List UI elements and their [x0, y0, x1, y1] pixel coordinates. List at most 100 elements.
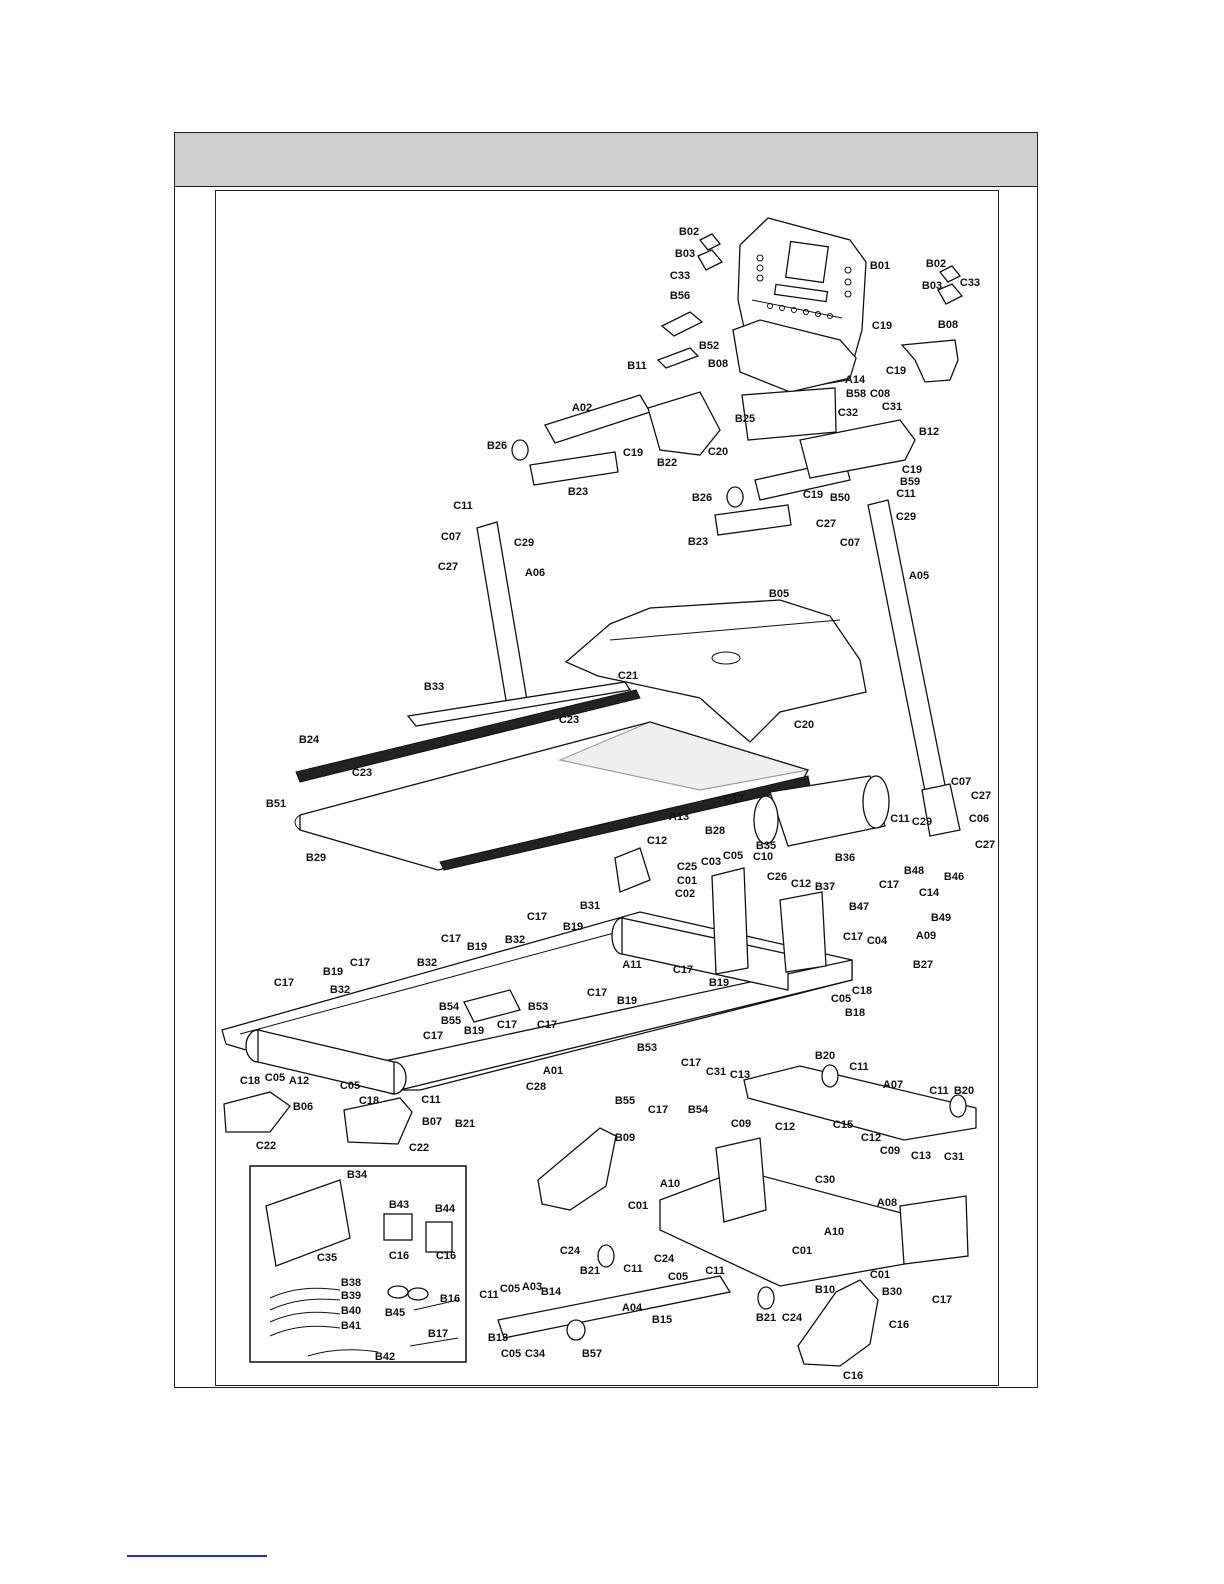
part-label: C20	[708, 446, 728, 458]
part-label: C19	[902, 464, 922, 476]
part-label: B30	[882, 1286, 902, 1298]
part-label: C24	[560, 1245, 581, 1257]
part-label: C24	[782, 1312, 803, 1324]
part-label: C31	[706, 1066, 726, 1078]
part-label: B22	[657, 457, 677, 469]
base-frame-drawing	[497, 1064, 977, 1341]
part-label: C28	[526, 1081, 546, 1093]
part-label: C11	[479, 1289, 499, 1301]
part-label: C30	[815, 1174, 835, 1186]
part-label: B57	[582, 1348, 602, 1360]
part-label: B02	[679, 226, 699, 238]
part-label: C27	[816, 518, 836, 530]
part-label: C31	[882, 401, 902, 413]
part-label: B53	[528, 1001, 548, 1013]
part-label: A07	[883, 1079, 903, 1091]
part-label: B23	[568, 486, 588, 498]
part-label: C12	[791, 878, 811, 890]
part-label: C22	[256, 1140, 276, 1152]
part-label: B27	[913, 959, 933, 971]
console-drawing	[511, 217, 964, 536]
part-label: B06	[293, 1101, 313, 1113]
part-label: C13	[911, 1150, 931, 1162]
motor-drawing	[753, 775, 890, 847]
part-label: C19	[886, 365, 906, 377]
part-label: B20	[815, 1050, 835, 1062]
part-label: B18	[845, 1007, 865, 1019]
part-label: B19	[563, 921, 583, 933]
part-label: B10	[815, 1284, 835, 1296]
part-label: C04	[867, 935, 888, 947]
part-label: B03	[675, 248, 695, 260]
part-label: B32	[417, 957, 437, 969]
part-label: B43	[389, 1199, 409, 1211]
part-label: B40	[341, 1305, 361, 1317]
part-label: B19	[467, 941, 487, 953]
part-label: C11	[896, 488, 916, 500]
part-label: C12	[861, 1132, 881, 1144]
part-label: B20	[954, 1085, 974, 1097]
part-label: C10	[753, 851, 773, 863]
part-label: B46	[944, 871, 964, 883]
part-label: C05	[831, 993, 851, 1005]
part-label: C05	[265, 1072, 285, 1084]
part-label: B29	[306, 852, 326, 864]
bottom-link-underline[interactable]	[127, 1555, 267, 1557]
part-label: B26	[692, 492, 712, 504]
part-label: C17	[527, 911, 547, 923]
part-label: B52	[699, 340, 719, 352]
part-label: B36	[835, 852, 855, 864]
part-label: B19	[709, 977, 729, 989]
part-label: B23	[688, 536, 708, 548]
part-label: B11	[627, 360, 647, 372]
part-label: A11	[622, 959, 642, 971]
electronics-inset	[249, 1165, 467, 1363]
part-label: B44	[435, 1203, 456, 1215]
part-label: C19	[803, 489, 823, 501]
part-label: B21	[756, 1312, 776, 1324]
part-label: C07	[951, 776, 971, 788]
part-label: C01	[628, 1200, 648, 1212]
part-label: A13	[669, 811, 689, 823]
part-label: B54	[688, 1104, 709, 1116]
uprights-drawing	[476, 499, 961, 837]
part-label: C23	[352, 767, 372, 779]
deck-drawing	[294, 681, 811, 871]
part-label: C31	[944, 1151, 964, 1163]
part-label: C11	[929, 1085, 949, 1097]
part-label: C22	[409, 1142, 429, 1154]
part-label: C25	[677, 861, 697, 873]
part-label: B42	[375, 1351, 395, 1363]
part-label: C15	[833, 1119, 853, 1131]
part-label: B02	[926, 258, 946, 270]
part-label: B33	[424, 681, 444, 693]
part-label: C11	[421, 1094, 441, 1106]
part-label: B14	[541, 1286, 562, 1298]
part-label: C17	[537, 1019, 557, 1031]
part-label: B09	[615, 1132, 635, 1144]
part-label: C29	[896, 511, 916, 523]
part-label: C16	[389, 1250, 409, 1262]
part-label: C17	[587, 987, 607, 999]
part-label: B54	[439, 1001, 460, 1013]
part-label: B05	[769, 588, 789, 600]
part-label: C16	[436, 1250, 456, 1262]
part-label: B47	[849, 901, 869, 913]
part-label: C06	[969, 813, 989, 825]
part-label: A02	[572, 402, 592, 414]
part-label: C17	[724, 793, 744, 805]
part-label: B32	[505, 934, 525, 946]
part-label: C19	[623, 447, 643, 459]
part-label: C18	[359, 1095, 379, 1107]
part-label: B28	[705, 825, 725, 837]
part-label: B19	[617, 995, 637, 1007]
part-label: B49	[931, 912, 951, 924]
part-label: B31	[580, 900, 600, 912]
figure-header-band	[175, 133, 1037, 187]
part-label: A10	[660, 1178, 680, 1190]
part-label: C17	[423, 1030, 443, 1042]
part-label: C33	[670, 270, 690, 282]
part-label: C19	[872, 320, 892, 332]
part-label: C27	[975, 839, 995, 851]
part-label: C14	[919, 887, 940, 899]
